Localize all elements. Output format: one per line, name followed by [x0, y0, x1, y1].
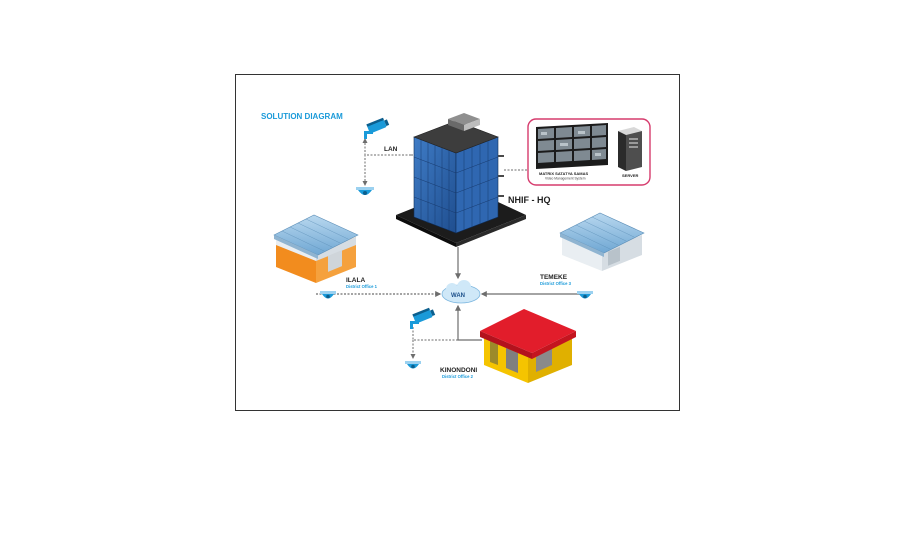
- wan-label: WAN: [451, 293, 465, 299]
- kinondoni-dome-camera-icon: [405, 361, 421, 369]
- hq-building: [396, 113, 526, 247]
- temeke-dome-camera-icon: [577, 291, 593, 299]
- connections: [316, 138, 586, 359]
- diagram-title: SOLUTION DIAGRAM: [261, 112, 343, 121]
- cloud-icon: [441, 280, 481, 304]
- ilala-name: ILALA: [346, 277, 365, 284]
- ilala-office: District Office 1: [346, 284, 378, 289]
- kinondoni-name: KINONDONI: [440, 367, 477, 374]
- vms-panel: MATRIX SATATYA SAMAS Video Management Sy…: [527, 118, 651, 186]
- diagram-frame: SOLUTION DIAGRAM: [235, 74, 680, 411]
- solution-diagram: SOLUTION DIAGRAM: [261, 112, 651, 383]
- monitor-wall-icon: [536, 123, 608, 169]
- kinondoni-building: [480, 309, 576, 383]
- kinondoni-bullet-camera-icon: [410, 307, 436, 329]
- lan-label: LAN: [384, 146, 398, 153]
- temeke-office: District Office 3: [540, 281, 572, 286]
- bullet-camera-icon: [364, 117, 390, 139]
- temeke-name: TEMEKE: [540, 274, 568, 281]
- temeke-building: [559, 212, 645, 271]
- vms-subtitle: Video Management System: [545, 177, 586, 181]
- hq-label: NHIF - HQ: [508, 195, 551, 205]
- lan-link-dome: [362, 154, 411, 186]
- kinondoni-office: District Office 2: [442, 374, 474, 379]
- dome-camera-icon: [356, 187, 374, 195]
- kinondoni-camera-link: [412, 327, 458, 341]
- server-icon: [618, 127, 642, 171]
- vms-title: MATRIX SATATYA SAMAS: [539, 171, 589, 176]
- ilala-building: [273, 214, 359, 283]
- kinondoni-wan-link: [455, 304, 482, 341]
- server-label: SERVER: [622, 173, 638, 178]
- ilala-dome-camera-icon: [320, 291, 336, 299]
